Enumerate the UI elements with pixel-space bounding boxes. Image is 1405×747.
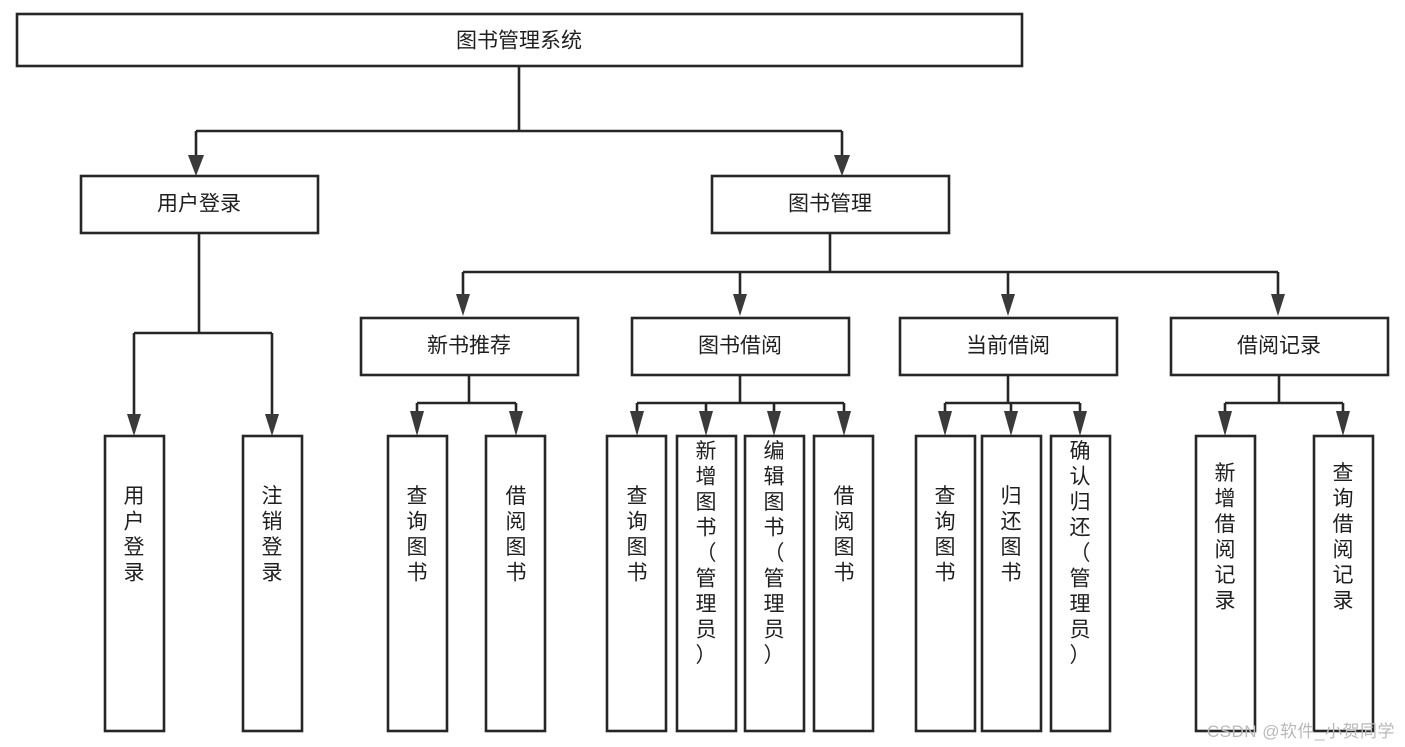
node-root[interactable]: 图书管理系统 [15,12,1024,68]
node-leaf-12-label: 新增借阅记录 [1215,462,1236,613]
node-leaf-7-label: 编辑图书（管理员） [764,440,785,667]
arrowhead-book-borrow [733,294,747,316]
node-leaf-6-box[interactable] [675,434,738,733]
node-leaf-7[interactable]: 编辑图书（管理员） [743,434,806,733]
node-leaf-5[interactable]: 查询图书 [605,434,668,733]
arrowhead-leaf-4 [509,411,523,436]
arrowhead-leaf-12 [1218,411,1232,436]
node-leaf-1-box[interactable] [103,434,166,733]
node-borrow-record-box[interactable] [1169,316,1390,377]
node-user-login-box[interactable] [79,174,320,235]
arrowhead-leaf-10 [1004,411,1018,436]
node-leaf-6[interactable]: 新增图书（管理员） [675,434,738,733]
arrowhead-leaf-9 [938,411,952,436]
node-leaf-2[interactable]: 注销登录 [241,434,304,733]
node-leaf-2-label: 注销登录 [262,485,283,585]
arrowhead-leaf-7 [767,411,781,436]
node-book-borrow-label: 图书借阅 [698,335,782,358]
node-user-login[interactable]: 用户登录 [79,174,320,235]
node-book-borrow-box[interactable] [630,316,851,377]
node-leaf-5-box[interactable] [605,434,668,733]
arrowhead-leaf-5 [630,411,644,436]
node-leaf-11[interactable]: 确认归还（管理员） [1049,434,1112,733]
arrowhead-leaf-6 [699,411,713,436]
node-current-borrow-label: 当前借阅 [966,335,1050,358]
node-leaf-9-box[interactable] [914,434,977,733]
arrowhead-user-login [188,155,204,176]
node-leaf-12[interactable]: 新增借阅记录 [1194,434,1257,733]
node-new-book-rec[interactable]: 新书推荐 [359,316,580,377]
node-leaf-8-label: 借阅图书 [834,485,855,585]
node-leaf-8-box[interactable] [812,434,875,733]
node-leaf-12-box[interactable] [1194,434,1257,733]
node-leaf-10-box[interactable] [980,434,1043,733]
node-book-admin-label: 图书管理 [788,193,872,216]
node-root-box[interactable] [15,12,1024,68]
node-leaf-1[interactable]: 用户登录 [103,434,166,733]
arrowhead-new-book-rec [456,294,470,316]
node-book-admin[interactable]: 图书管理 [710,174,951,235]
node-leaf-3-box[interactable] [386,434,449,733]
arrowhead-leaf-8 [837,411,851,436]
node-new-book-rec-label: 新书推荐 [427,335,511,358]
node-leaf-10[interactable]: 归还图书 [980,434,1043,733]
arrowhead-book-admin [834,155,850,176]
node-leaf-1-label: 用户登录 [124,485,145,585]
node-current-borrow-box[interactable] [898,316,1119,377]
node-book-admin-box[interactable] [710,174,951,235]
arrowhead-current-borrow [1001,294,1015,316]
node-leaf-13-box[interactable] [1312,434,1375,733]
arrowhead-leaf-1 [127,414,141,436]
node-root-label: 图书管理系统 [456,30,582,53]
node-leaf-3-label: 查询图书 [407,485,428,585]
node-leaf-9[interactable]: 查询图书 [914,434,977,733]
node-leaf-7-box[interactable] [743,434,806,733]
node-leaf-8[interactable]: 借阅图书 [812,434,875,733]
arrowhead-leaf-3 [410,411,424,436]
node-borrow-record[interactable]: 借阅记录 [1169,316,1390,377]
node-leaf-10-label: 归还图书 [1001,485,1022,585]
node-leaf-13-label: 查询借阅记录 [1333,462,1354,613]
node-leaf-4-box[interactable] [484,434,547,733]
csdn-watermark: CSDN @软件_小贺同学 [1206,722,1395,741]
arrowhead-leaf-2 [265,414,279,436]
connector-layer [127,66,1350,436]
node-book-borrow[interactable]: 图书借阅 [630,316,851,377]
node-leaf-13[interactable]: 查询借阅记录 [1312,434,1375,733]
node-current-borrow[interactable]: 当前借阅 [898,316,1119,377]
node-leaf-9-label: 查询图书 [935,485,956,585]
node-leaf-2-box[interactable] [241,434,304,733]
node-borrow-record-label: 借阅记录 [1237,335,1321,358]
node-leaf-4-label: 借阅图书 [506,485,527,585]
arrowhead-leaf-11 [1073,411,1087,436]
node-new-book-rec-box[interactable] [359,316,580,377]
node-user-login-label: 用户登录 [157,193,241,216]
node-leaf-4[interactable]: 借阅图书 [484,434,547,733]
node-leaf-11-label: 确认归还（管理员） [1070,440,1091,667]
node-leaf-11-box[interactable] [1049,434,1112,733]
arrowhead-borrow-record [1271,294,1285,316]
node-leaf-3[interactable]: 查询图书 [386,434,449,733]
arrowhead-leaf-13 [1336,411,1350,436]
node-leaf-6-label: 新增图书（管理员） [696,440,717,667]
node-leaf-5-label: 查询图书 [627,485,648,585]
